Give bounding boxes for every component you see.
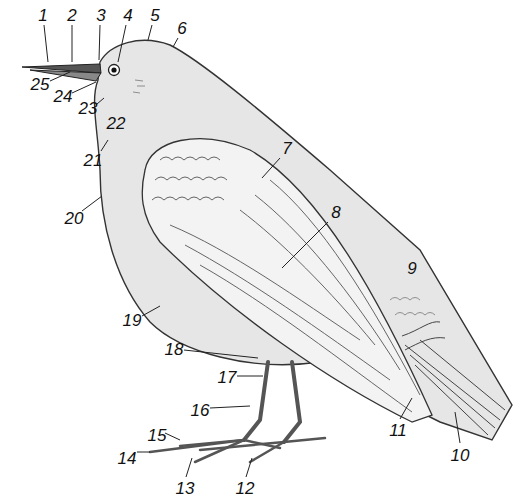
callout-number: 9	[407, 260, 416, 277]
callout-number: 18	[165, 341, 184, 358]
callout-number: 1	[38, 7, 47, 24]
callout-number: 21	[84, 152, 103, 169]
callout-number: 19	[123, 312, 142, 329]
callout-number: 17	[218, 369, 237, 386]
callout-number: 4	[123, 7, 132, 24]
callout-number: 2	[67, 7, 76, 24]
callout-number: 11	[389, 422, 407, 439]
callout-number: 12	[236, 480, 255, 497]
callout-number: 10	[451, 447, 470, 464]
callout-number: 13	[176, 480, 195, 497]
callout-number: 20	[65, 210, 84, 227]
callout-number: 5	[150, 7, 159, 24]
callout-number: 25	[31, 76, 50, 93]
callout-number: 14	[118, 450, 137, 467]
callout-number: 3	[96, 7, 105, 24]
callout-number: 22	[107, 115, 126, 132]
callout-number: 24	[54, 88, 73, 105]
callout-number: 16	[191, 402, 210, 419]
callout-number: 15	[148, 427, 167, 444]
callout-number: 23	[79, 100, 98, 117]
callout-number: 8	[331, 204, 340, 221]
callout-number: 6	[177, 20, 186, 37]
callout-number: 7	[282, 140, 291, 157]
